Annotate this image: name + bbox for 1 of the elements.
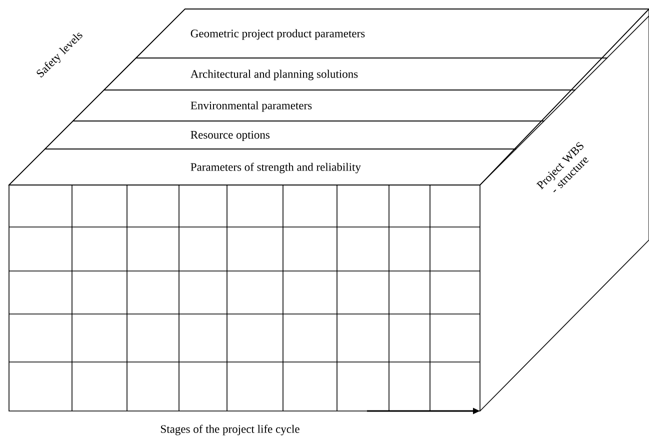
axis-label: Stages of the project life cycle: [161, 424, 300, 436]
